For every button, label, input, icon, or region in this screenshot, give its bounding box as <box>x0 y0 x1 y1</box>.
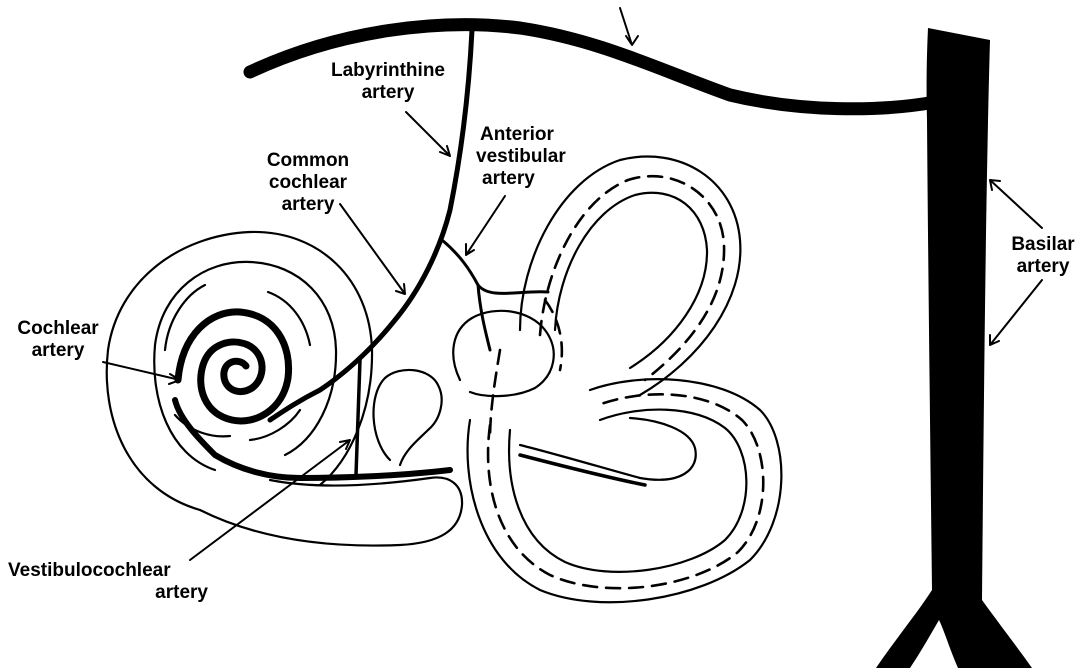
basilar-artery-label-line-1: Basilar <box>1000 234 1086 256</box>
anterior-vestibular-artery-label-line-2: vestibular <box>476 146 566 168</box>
cochlea-duct <box>200 477 462 545</box>
top-arrow <box>620 8 638 45</box>
common-cochlear-artery-label: Common cochlear artery <box>258 150 358 216</box>
anterior-vestibular-artery-label: Anterior vestibular artery <box>476 124 566 190</box>
vestibulocochlear-artery-label-line-2: artery <box>8 582 208 604</box>
saccule-outline <box>374 370 442 465</box>
cochlear-arrow <box>103 362 180 384</box>
basilar-artery-label-line-2: artery <box>1000 256 1086 278</box>
vestibulocochlear-artery-label-line-1: Vestibulocochlear <box>8 560 208 582</box>
lateral-semicircular-canal <box>520 418 696 480</box>
basilar-arrow-lower <box>990 280 1042 345</box>
cochlear-artery-label-line-1: Cochlear <box>8 318 108 340</box>
posterior-canal-vessel <box>488 394 763 588</box>
anterior-vestibular-arrow <box>466 196 505 255</box>
labyrinthine-artery-label-line-2: artery <box>318 82 458 104</box>
cochlea-spiral <box>178 312 289 421</box>
common-cochlear-artery-label-line-1: Common <box>258 150 358 172</box>
cochlear-artery-label: Cochlear artery <box>8 318 108 362</box>
common-cochlear-artery-label-line-2: cochlear <box>258 172 358 194</box>
basilar-artery-trunk <box>876 28 1032 668</box>
vestibulocochlear-artery-label: Vestibulocochlear artery <box>8 560 208 604</box>
labyrinthine-artery-label: Labyrinthine artery <box>318 60 458 104</box>
utricle-outline <box>453 311 553 396</box>
vestibulocochlear-artery-vessel <box>356 360 360 475</box>
anterior-vestibular-artery-label-line-3: artery <box>476 168 566 190</box>
basilar-artery-label: Basilar artery <box>1000 234 1086 278</box>
labyrinthine-arrow <box>406 112 450 156</box>
vestibulocochlear-arrow <box>190 440 350 560</box>
basilar-arrow-upper <box>990 180 1042 228</box>
labyrinthine-artery-label-line-1: Labyrinthine <box>318 60 458 82</box>
cochlear-artery-label-line-2: artery <box>8 340 108 362</box>
anterior-semicircular-canal-inner <box>555 193 707 368</box>
lateral-canal-vessel <box>520 455 645 485</box>
common-cochlear-artery-label-line-3: artery <box>258 194 358 216</box>
anterior-vestibular-artery-label-line-1: Anterior <box>476 124 566 146</box>
posterior-semicircular-canal-inner <box>509 410 746 572</box>
